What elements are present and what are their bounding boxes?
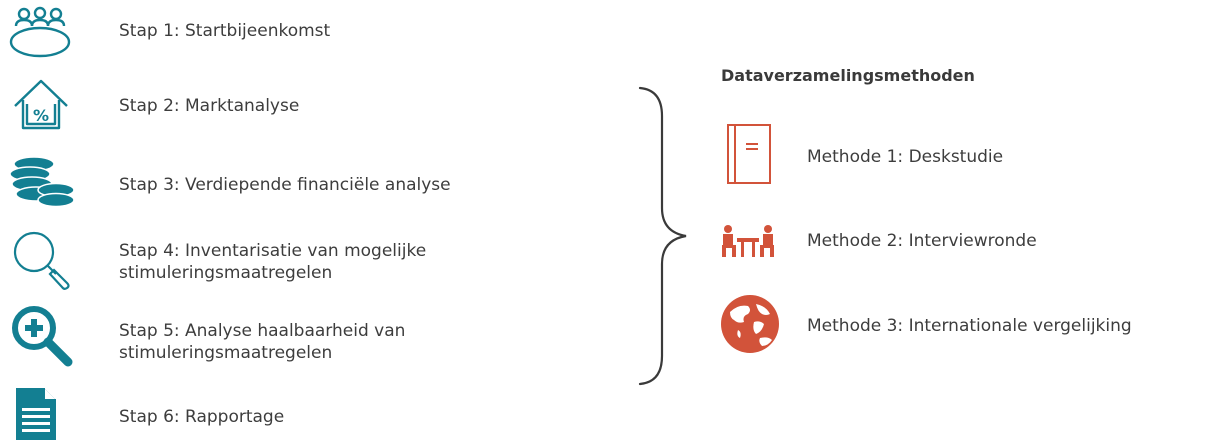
meeting-table-icon — [8, 6, 72, 60]
coins-stack-icon — [10, 154, 76, 210]
step-2-label: Stap 2: Marktanalyse — [119, 96, 300, 116]
globe-icon — [720, 294, 780, 354]
interview-icon — [720, 224, 776, 258]
method-3-label: Methode 3: Internationale vergelijking — [807, 316, 1132, 336]
step-1-label: Stap 1: Startbijeenkomst — [119, 21, 331, 41]
step-3-label: Stap 3: Verdiepende financiële analyse — [119, 175, 451, 195]
book-icon — [727, 124, 771, 184]
method-1-label: Methode 1: Deskstudie — [807, 147, 1004, 167]
method-2-label: Methode 2: Interviewronde — [807, 231, 1037, 251]
curly-brace — [636, 86, 692, 390]
step-6-label: Stap 6: Rapportage — [119, 407, 285, 427]
step-5-label-line2: stimuleringsmaatregelen — [119, 343, 333, 363]
step-5-label-line1: Stap 5: Analyse haalbaarheid van — [119, 321, 406, 341]
svg-text:%: % — [33, 106, 49, 125]
magnifier-icon — [12, 230, 74, 292]
document-icon — [14, 386, 58, 442]
step-4-label-line2: stimuleringsmaatregelen — [119, 263, 333, 283]
step-4-label-line1: Stap 4: Inventarisatie van mogelijke — [119, 241, 427, 261]
methods-heading: Dataverzamelingsmethoden — [721, 66, 975, 85]
zoom-in-icon — [10, 304, 74, 368]
house-percent-icon: % — [12, 76, 70, 132]
